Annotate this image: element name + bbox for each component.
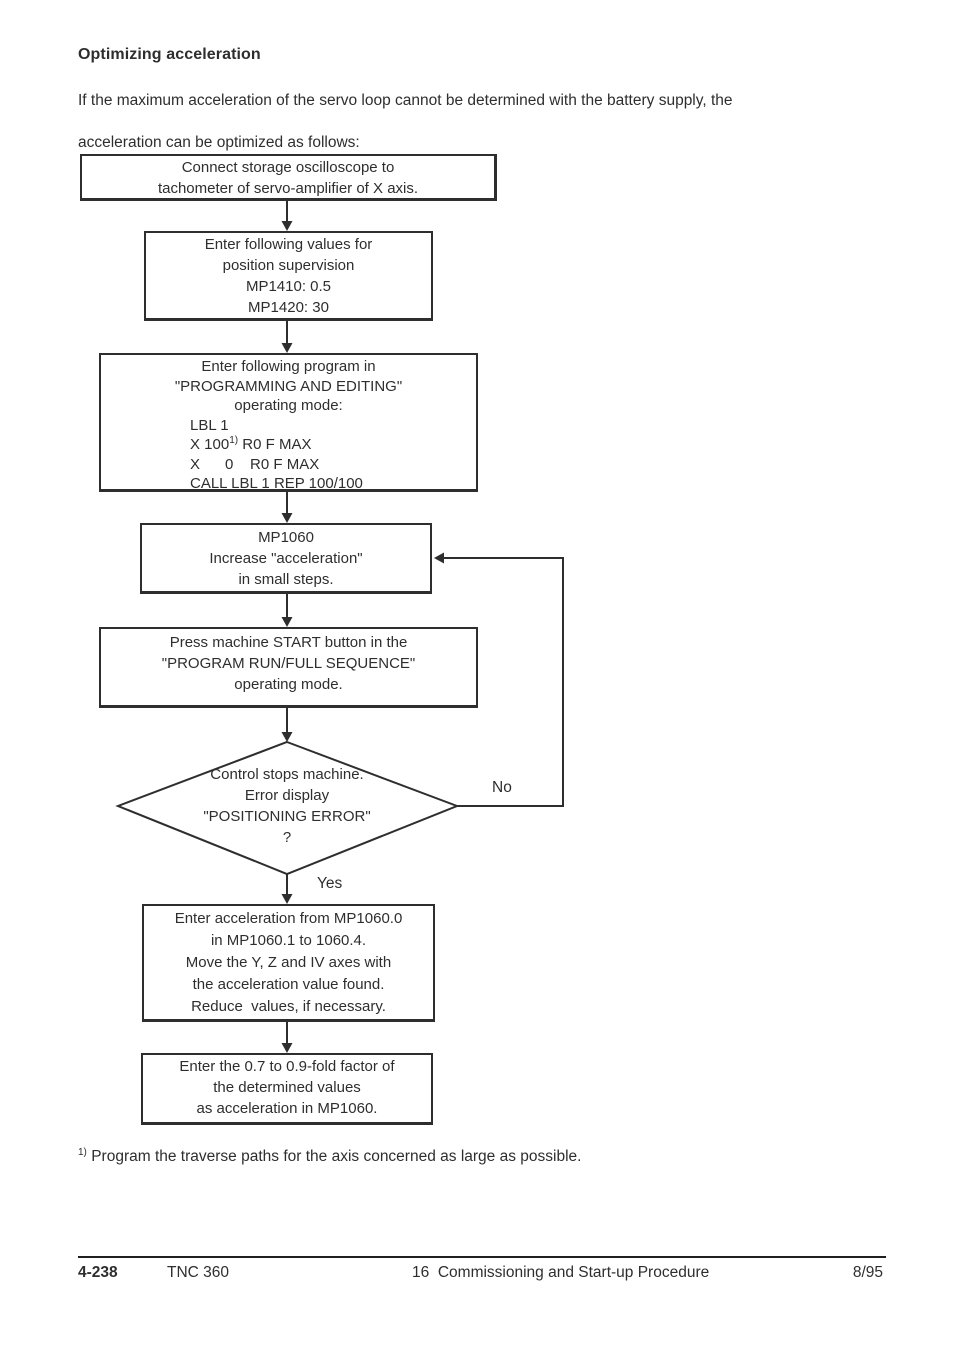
flow-box-line: operating mode. — [234, 676, 343, 693]
flow-box-line: Reduce values, if necessary. — [191, 998, 386, 1015]
arrowhead-5 — [281, 732, 293, 742]
program-code-line: X 1001) R0 F MAX — [101, 435, 476, 455]
intro-line-1: If the maximum acceleration of the servo… — [78, 92, 733, 109]
code-text: X 100 — [190, 436, 230, 453]
footer-chapter-title: 16 Commissioning and Start-up Procedure — [412, 1264, 710, 1281]
flow-box-enter-acceleration: Enter acceleration from MP1060.0 in MP10… — [142, 904, 435, 1022]
flow-box-line: MP1420: 30 — [248, 299, 329, 316]
flow-box-connect-oscilloscope: Connect storage oscilloscope to tachomet… — [80, 154, 497, 201]
decision-line: ? — [282, 829, 292, 846]
flow-box-line: Enter acceleration from MP1060.0 — [174, 910, 403, 927]
decision-line: Error display — [244, 787, 330, 804]
flow-box-line: the determined values — [213, 1079, 361, 1096]
flow-box-line: Enter the 0.7 to 0.9-fold factor of — [179, 1058, 395, 1075]
arrowhead-7 — [281, 1043, 293, 1053]
no-branch-label: No — [492, 779, 512, 796]
arrowhead-1 — [281, 221, 293, 231]
flow-box-line: Enter following program in — [201, 358, 376, 375]
program-code-line: LBL 1 — [190, 416, 229, 434]
program-code-line: CALL LBL 1 REP 100/100 — [190, 475, 363, 492]
decision-line: Control stops machine. — [210, 766, 364, 783]
footer-issue-date: 8/95 — [852, 1264, 883, 1281]
flow-box-press-start: Press machine START button in the "PROGR… — [99, 627, 478, 708]
arrowhead-6 — [281, 894, 293, 904]
program-code-line: X 0 R0 F MAX — [190, 455, 320, 473]
flow-box-line: in small steps. — [238, 571, 334, 588]
decision-text: Control stops machine. Error display "PO… — [137, 764, 437, 848]
flow-box-line: tachometer of servo-amplifier of X axis. — [157, 180, 419, 197]
flow-box-enter-factor: Enter the 0.7 to 0.9-fold factor of the … — [141, 1053, 433, 1125]
no-loop-line — [444, 557, 564, 807]
arrowhead-2 — [281, 343, 293, 353]
footnote-marker: 1) — [78, 1147, 87, 1158]
section-heading: Optimizing acceleration — [78, 46, 261, 63]
flow-box-mp1060: MP1060 Increase "acceleration" in small … — [140, 523, 432, 594]
flow-box-enter-program: Enter following program in "PROGRAMMING … — [99, 353, 478, 492]
decision-line: "POSITIONING ERROR" — [203, 808, 371, 825]
flow-box-line: as acceleration in MP1060. — [196, 1100, 378, 1117]
flow-box-line: in MP1060.1 to 1060.4. — [210, 932, 367, 949]
footnote-text: Program the traverse paths for the axis … — [86, 1148, 582, 1165]
flow-box-line: the acceleration value found. — [192, 976, 385, 993]
intro-line-2: acceleration can be optimized as follows… — [78, 134, 360, 151]
arrowhead-3 — [281, 513, 293, 523]
flow-box-line: "PROGRAM RUN/FULL SEQUENCE" — [161, 655, 416, 672]
flow-box-line: Enter following values for — [204, 236, 373, 253]
no-loop-arrowhead — [434, 552, 444, 564]
code-text: R0 F MAX — [238, 436, 312, 453]
flow-box-line: Increase "acceleration" — [209, 550, 363, 567]
footer-product-name: TNC 360 — [167, 1264, 230, 1281]
flow-box-line: MP1410: 0.5 — [245, 278, 332, 295]
footnote: 1) Program the traverse paths for the ax… — [78, 1148, 581, 1166]
flow-box-line: MP1060 — [258, 529, 314, 546]
flow-box-line: operating mode: — [234, 397, 343, 414]
footer-rule — [78, 1256, 886, 1258]
flow-box-line: Move the Y, Z and IV axes with — [185, 954, 392, 971]
flow-box-line: Press machine START button in the — [169, 634, 408, 651]
flow-box-line: Connect storage oscilloscope to — [181, 159, 395, 176]
footnote-marker: 1) — [229, 435, 239, 446]
yes-branch-label: Yes — [317, 875, 343, 892]
flow-box-line: "PROGRAMMING AND EDITING" — [174, 377, 403, 395]
flow-box-line: position supervision — [222, 257, 355, 274]
footer-page-number: 4-238 — [78, 1264, 118, 1281]
flow-box-position-supervision: Enter following values for position supe… — [144, 231, 433, 321]
arrowhead-4 — [281, 617, 293, 627]
intro-paragraph: If the maximum acceleration of the servo… — [78, 90, 733, 153]
